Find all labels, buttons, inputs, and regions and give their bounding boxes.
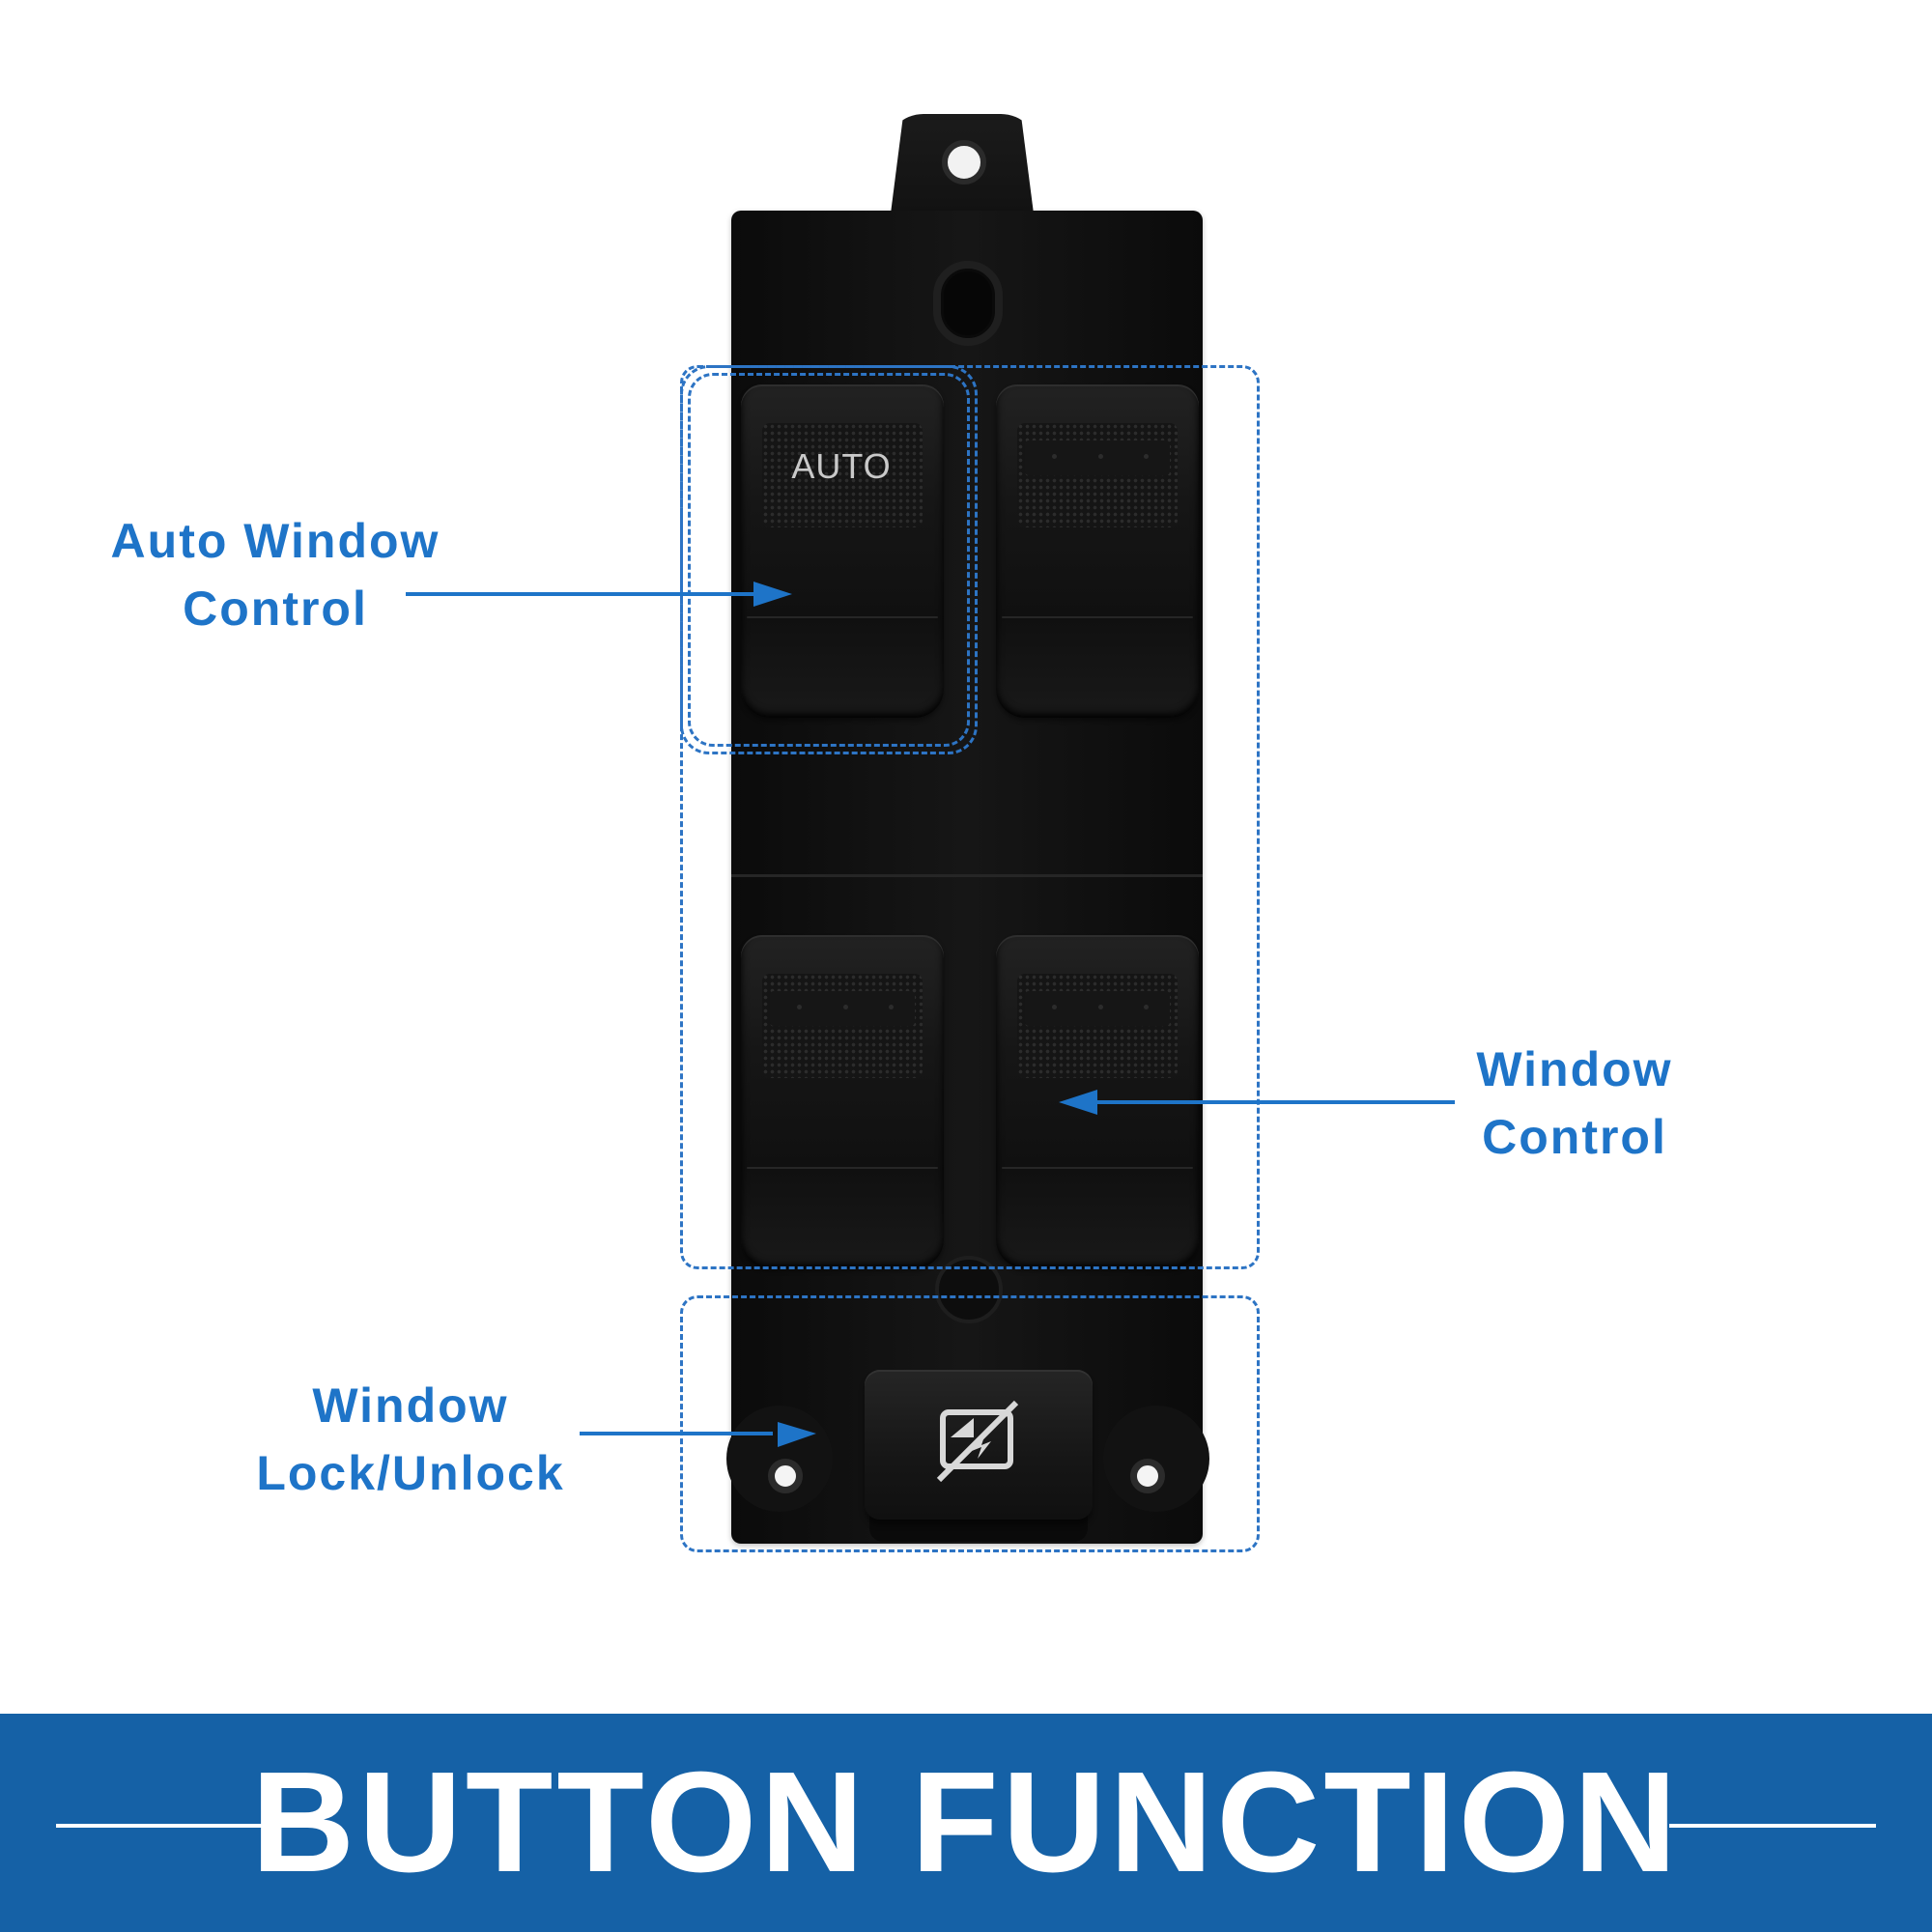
window-control-highlight [680, 365, 1260, 1269]
auto-window-highlight-outer [680, 365, 978, 754]
mounting-hole [942, 140, 986, 185]
window-lock-icon [936, 1400, 1019, 1482]
right-mounting-ear [1103, 1406, 1209, 1512]
window-lock-callout-line1: Window [312, 1378, 509, 1433]
window-control-callout-line1: Window [1476, 1042, 1673, 1096]
window-control-arrow [1059, 1090, 1455, 1115]
left-screw-hole [768, 1459, 803, 1493]
switch-grip-texture [762, 423, 923, 527]
banner-title: BUTTON FUNCTION [251, 1743, 1681, 1902]
rear-left-window-switch[interactable] [741, 935, 944, 1268]
right-screw-hole [1130, 1459, 1165, 1493]
auto-window-callout: Auto Window Control [58, 507, 493, 642]
switch-grip-dots [1052, 1005, 1149, 1010]
banner-right-rule [1669, 1824, 1876, 1828]
switch-grip-dots [1052, 454, 1149, 460]
title-banner: BUTTON FUNCTION [0, 1714, 1932, 1932]
switch-panel-upper-section [731, 211, 1203, 877]
switch-fold-line [1002, 1167, 1193, 1169]
window-lock-highlight [680, 1295, 1260, 1552]
auto-window-callout-line1: Auto Window [110, 514, 440, 568]
switch-fold-line [747, 616, 938, 618]
auto-window-switch[interactable] [741, 384, 944, 718]
panel-clip-slot [933, 261, 1003, 346]
window-lock-arrow [580, 1422, 816, 1447]
auto-window-callout-line2: Control [183, 582, 368, 636]
switch-grip-dots [797, 1005, 894, 1010]
banner-left-rule [56, 1824, 263, 1828]
window-lock-callout-line2: Lock/Unlock [256, 1446, 565, 1500]
window-control-callout: Window Control [1420, 1036, 1729, 1171]
window-control-callout-line2: Control [1482, 1110, 1667, 1164]
front-right-window-switch[interactable] [996, 384, 1199, 718]
auto-label: AUTO [791, 446, 892, 486]
auto-window-arrow [406, 582, 792, 607]
switch-fold-line [747, 1167, 938, 1169]
auto-window-highlight-inner [688, 373, 970, 747]
window-lock-callout: Window Lock/Unlock [217, 1372, 604, 1507]
switch-fold-line [1002, 616, 1193, 618]
